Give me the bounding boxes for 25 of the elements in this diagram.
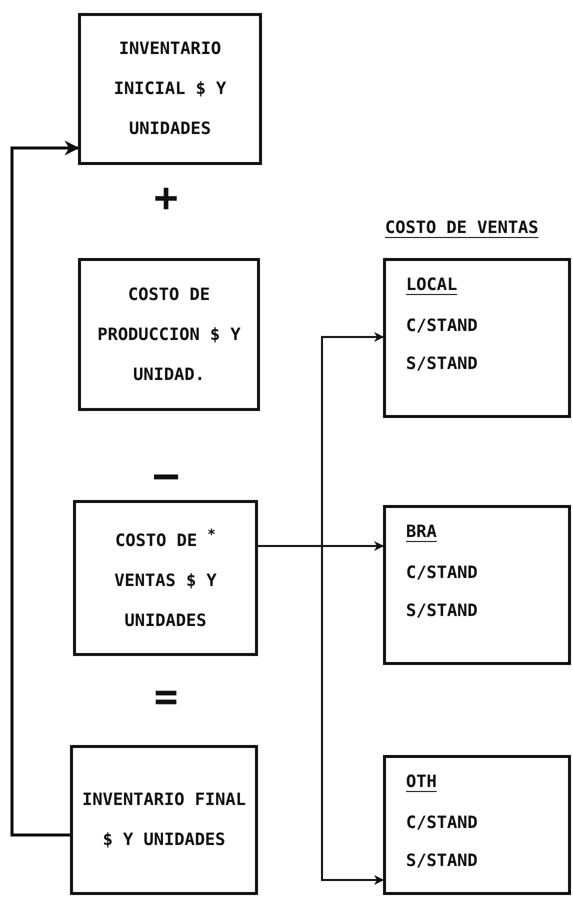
process-box xyxy=(70,745,258,895)
process-box xyxy=(383,258,571,418)
box-heading: BRA xyxy=(406,522,437,542)
box-text: COSTO DE PRODUCCION $ Y UNIDAD. xyxy=(96,284,242,386)
box-heading: OTH xyxy=(406,772,437,792)
process-box xyxy=(78,258,260,411)
operator-sign: + xyxy=(154,178,178,218)
operator-sign: — xyxy=(154,455,178,495)
process-box xyxy=(78,13,262,165)
box-text: INVENTARIO FINAL $ Y UNIDADES xyxy=(81,789,247,852)
arrow xyxy=(10,140,80,836)
box-text: S/STAND xyxy=(406,601,478,621)
box-text: C/STAND xyxy=(406,316,478,336)
box-text: C/STAND xyxy=(406,813,478,833)
operator-sign: = xyxy=(154,677,178,717)
process-box xyxy=(73,500,258,656)
process-box xyxy=(383,755,571,895)
box-text: INVENTARIO INICIAL $ Y UNIDADES xyxy=(112,38,228,141)
column-heading: COSTO DE VENTAS xyxy=(385,218,539,238)
box-text: C/STAND xyxy=(406,563,478,583)
box-text: S/STAND xyxy=(406,354,478,374)
box-text: COSTO DE $^{*}$ VENTAS $ Y UNIDADES xyxy=(113,526,218,633)
process-box xyxy=(383,505,571,665)
box-heading: LOCAL xyxy=(406,275,458,295)
box-text: S/STAND xyxy=(406,851,478,871)
